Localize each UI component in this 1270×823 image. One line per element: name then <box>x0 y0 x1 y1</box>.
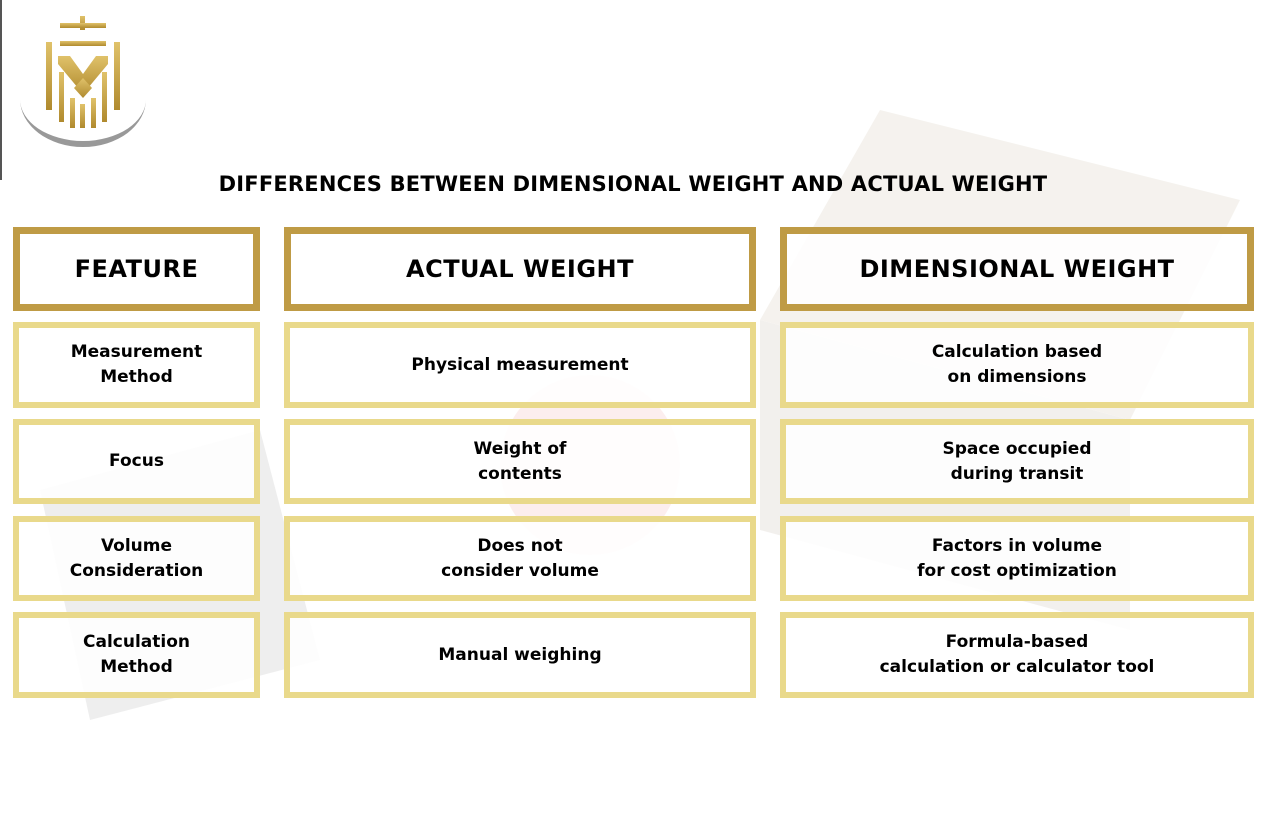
actual-cell: Physical measurement <box>284 322 756 408</box>
dimensional-cell: Formula-based calculation or calculator … <box>780 612 1254 698</box>
header-actual-weight: ACTUAL WEIGHT <box>284 227 756 311</box>
actual-cell: Does not consider volume <box>284 516 756 601</box>
actual-cell: Weight of contents <box>284 419 756 504</box>
dimensional-cell: Factors in volume for cost optimization <box>780 516 1254 601</box>
brand-logo <box>20 16 146 147</box>
feature-cell: Calculation Method <box>13 612 260 698</box>
dimensional-cell: Space occupied during transit <box>780 419 1254 504</box>
feature-cell: Volume Consideration <box>13 516 260 601</box>
actual-cell: Manual weighing <box>284 612 756 698</box>
header-feature: FEATURE <box>13 227 260 311</box>
page-title: DIFFERENCES BETWEEN DIMENSIONAL WEIGHT A… <box>218 172 1048 196</box>
dimensional-cell: Calculation based on dimensions <box>780 322 1254 408</box>
feature-cell: Measurement Method <box>13 322 260 408</box>
feature-cell: Focus <box>13 419 260 504</box>
left-edge-line <box>0 0 2 180</box>
header-dimensional-weight: DIMENSIONAL WEIGHT <box>780 227 1254 311</box>
